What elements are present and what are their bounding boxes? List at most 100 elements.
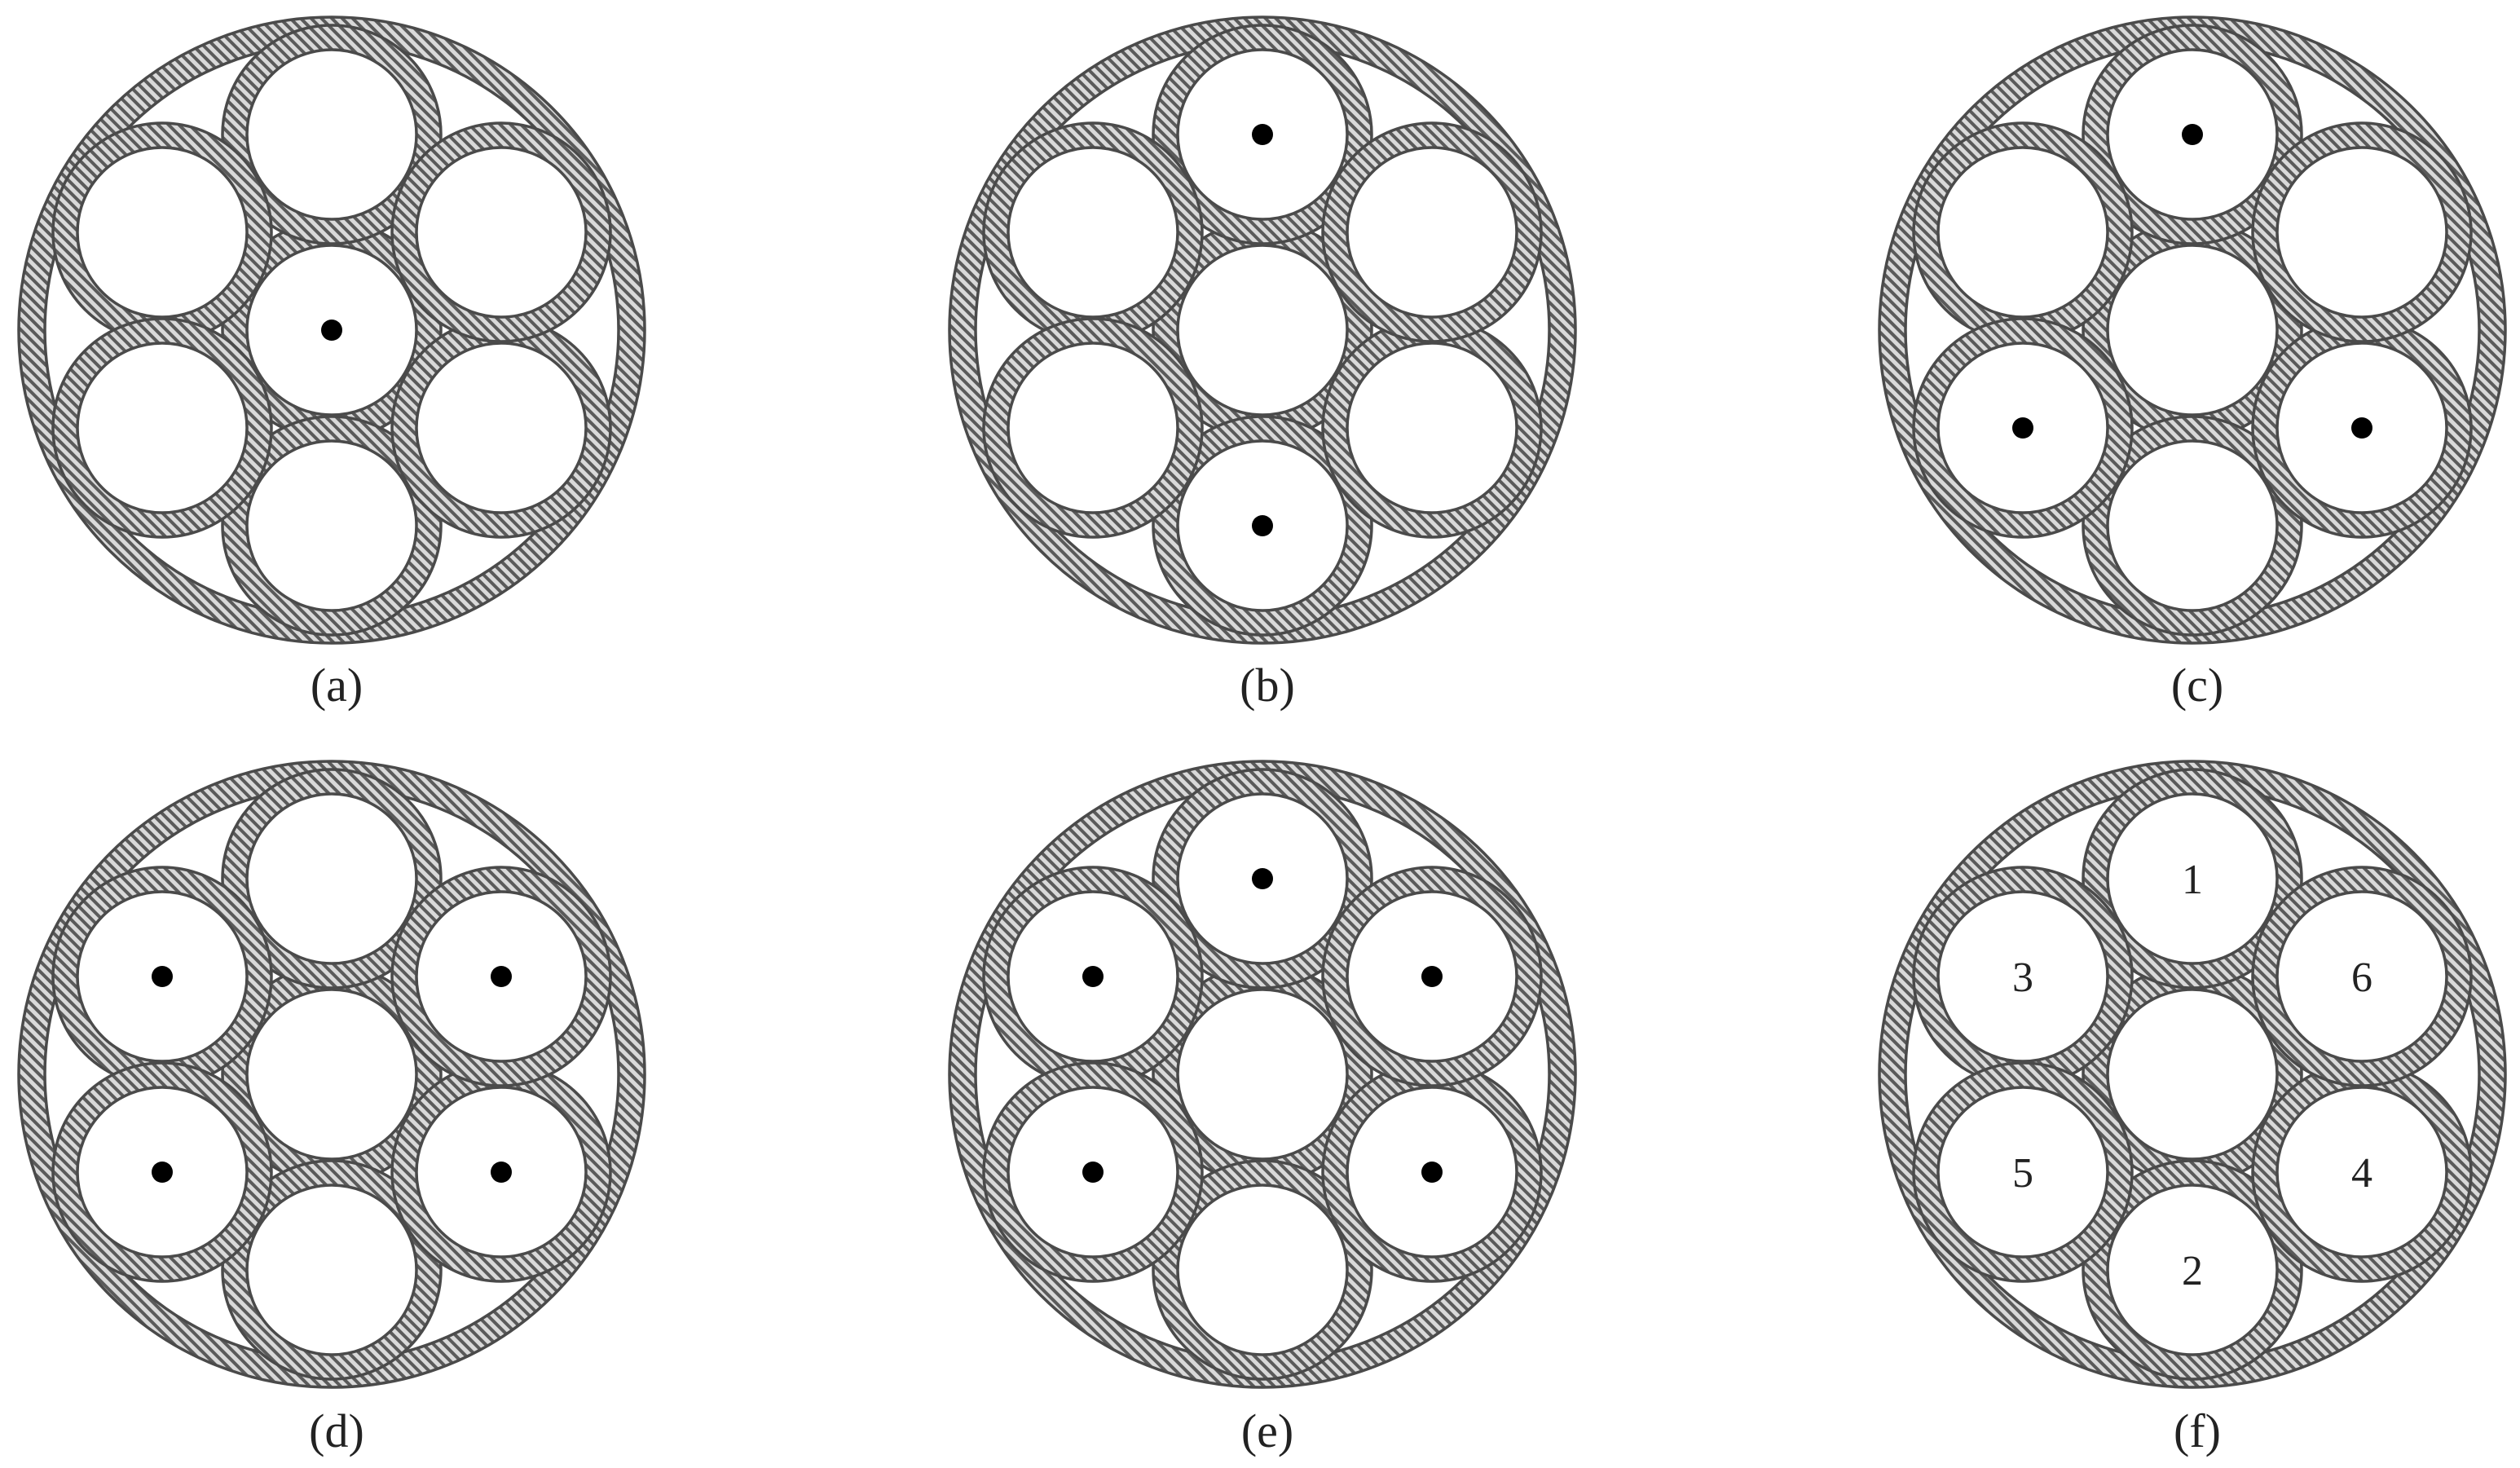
tube-6-outer-edge [1321, 866, 1543, 1087]
tube-number-4: 4 [2351, 1150, 2372, 1197]
outer-shell-outer-edge [17, 15, 646, 645]
tube-1 [1152, 24, 1373, 245]
tube-6-hatch [1323, 867, 1541, 1086]
tube-1-inner-edge [245, 48, 418, 221]
tube-5 [982, 317, 1204, 539]
dot-marker-tube-1 [1252, 124, 1273, 145]
tube-4-bore [1347, 343, 1517, 513]
tube-center-inner-edge [2106, 988, 2279, 1161]
tube-4-inner-edge [2275, 1086, 2448, 1259]
tube-6 [1321, 121, 1543, 343]
tube-5-outer-edge [982, 1061, 1204, 1283]
outer-shell-outer-edge [948, 15, 1577, 645]
outer-shell-outer-edge [1878, 15, 2507, 645]
tube-1-inner-edge [2106, 792, 2279, 965]
tube-1-hatch [2083, 25, 2302, 244]
tube-2-hatch [1153, 1161, 1372, 1379]
tube-3-inner-edge [76, 890, 249, 1063]
tube-5-outer-edge [51, 1061, 273, 1283]
tube-6-inner-edge [415, 146, 588, 319]
tube-1 [2082, 768, 2303, 990]
dot-marker-tube-2 [1252, 515, 1273, 536]
tube-5 [51, 317, 273, 539]
tube-5-hatch [53, 319, 271, 537]
tube-1-bore [247, 794, 416, 963]
dot-marker-tube-6 [1421, 966, 1443, 987]
tube-6-outer-edge [1321, 121, 1543, 343]
tube-2 [221, 1159, 443, 1381]
tube-center-bore [247, 990, 416, 1159]
tube-center-inner-edge [1176, 988, 1349, 1161]
tube-5-hatch [53, 1063, 271, 1281]
panel-caption-f: (f) [2174, 1404, 2221, 1457]
tube-number-6: 6 [2351, 954, 2372, 1001]
outer-shell-outer-edge [17, 760, 646, 1389]
tube-3-bore [77, 148, 247, 317]
tube-3-inner-edge [1936, 890, 2109, 1063]
tube-5-outer-edge [51, 317, 273, 539]
tube-2-inner-edge [245, 439, 418, 612]
tube-1-outer-edge [1152, 768, 1373, 990]
tube-2-bore [2108, 1185, 2277, 1355]
tube-1 [221, 768, 443, 990]
panel-b: (b) [948, 15, 1577, 712]
dot-marker-tube-1 [1252, 868, 1273, 889]
panel-caption-b: (b) [1240, 659, 1295, 712]
tube-2-outer-edge [2082, 1159, 2303, 1381]
tube-5-outer-edge [1912, 317, 2134, 539]
tube-6 [1321, 866, 1543, 1087]
tube-6 [390, 866, 612, 1087]
dot-marker-tube-3 [1082, 966, 1104, 987]
tube-4-bore [416, 343, 586, 513]
panel-a: (a) [17, 15, 646, 712]
dot-marker-tube-4 [491, 1162, 512, 1183]
tube-5-inner-edge [76, 1086, 249, 1259]
outer-shell-outer-edge [1878, 760, 2507, 1389]
tube-1 [221, 24, 443, 245]
tube-1-hatch [222, 769, 441, 988]
tube-5-hatch [1914, 319, 2132, 537]
tube-2-outer-edge [1152, 1159, 1373, 1381]
dot-marker-tube-1 [2182, 124, 2203, 145]
panel-c: (c) [1878, 15, 2507, 712]
tube-number-1: 1 [2182, 857, 2203, 903]
tube-1 [1152, 768, 1373, 990]
tube-5-hatch [1914, 1063, 2132, 1281]
tube-5-inner-edge [1007, 1086, 1179, 1259]
tube-2-inner-edge [2106, 1184, 2279, 1356]
tube-1-outer-edge [221, 768, 443, 990]
tube-6-inner-edge [1346, 890, 1518, 1063]
tube-center-bore [1178, 245, 1347, 415]
tube-2-bore [2108, 441, 2277, 611]
tube-center-inner-edge [245, 244, 418, 417]
tube-2-inner-edge [1176, 1184, 1349, 1356]
tube-2-hatch [222, 417, 441, 635]
panel-caption-c: (c) [2171, 659, 2223, 712]
tube-6-bore [2277, 892, 2447, 1061]
dot-marker-tube-4 [2351, 417, 2372, 439]
tube-6-hatch [2253, 867, 2471, 1086]
tube-center-inner-edge [245, 988, 418, 1161]
tube-2 [2082, 1159, 2303, 1381]
tube-4-inner-edge [1346, 1086, 1518, 1259]
tube-5-bore [1938, 1087, 2108, 1257]
tube-1-bore [247, 50, 416, 219]
tube-6 [390, 121, 612, 343]
tube-2-hatch [1153, 417, 1372, 635]
tube-number-3: 3 [2012, 954, 2033, 1001]
tube-6-hatch [2253, 123, 2471, 342]
tube-5-bore [77, 343, 247, 513]
outer-shell-outer-edge [948, 760, 1577, 1389]
tube-4-inner-edge [2275, 342, 2448, 514]
tube-6-inner-edge [1346, 146, 1518, 319]
tube-2-outer-edge [221, 1159, 443, 1381]
tube-5-inner-edge [76, 342, 249, 514]
tube-5-inner-edge [1936, 1086, 2109, 1259]
tube-2-outer-edge [1152, 415, 1373, 637]
panel-e: (e) [948, 760, 1577, 1457]
tube-1-inner-edge [1176, 48, 1349, 221]
tube-1-hatch [222, 25, 441, 244]
tube-5-bore [1008, 343, 1178, 513]
